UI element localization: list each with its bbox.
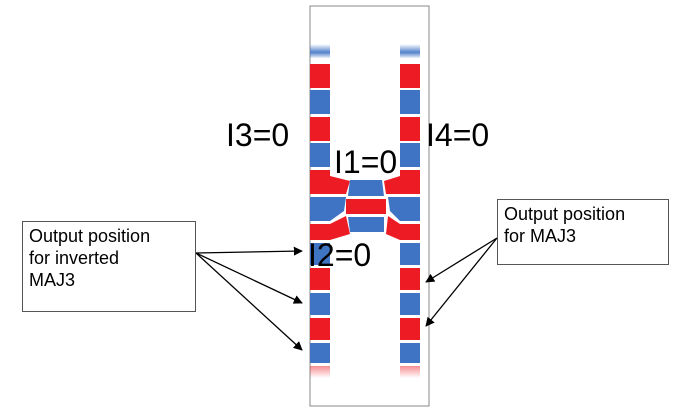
right-arm xyxy=(384,64,420,363)
crossbar-domain-blue xyxy=(348,180,384,196)
output-callout: Output position for MAJ3 xyxy=(497,199,669,265)
right-junction-blue xyxy=(388,197,420,221)
callout-line: for MAJ3 xyxy=(504,226,577,246)
right-domain-blue xyxy=(400,243,420,265)
callout-line: Output position xyxy=(29,226,151,246)
input-label-i3: I3=0 xyxy=(226,117,290,153)
left-domain-blue xyxy=(310,343,330,363)
left-arm-fade-top xyxy=(310,44,330,58)
left-domain-blue xyxy=(310,143,330,167)
callout-line: Output position xyxy=(504,204,626,224)
crossbar-domain-red xyxy=(346,199,386,214)
right-arm-fade-bottom xyxy=(400,366,420,378)
right-arm-fade-top xyxy=(400,44,420,58)
left-junction-red xyxy=(310,170,350,194)
right-domain-blue xyxy=(400,343,420,363)
left-arm-fade-bottom xyxy=(310,366,330,378)
left-junction-blue xyxy=(310,197,346,221)
crossbar-domain-blue xyxy=(348,217,384,232)
input-label-i2: I2=0 xyxy=(308,237,372,273)
input-label-i1: I1=0 xyxy=(334,144,398,180)
right-junction-red xyxy=(386,216,420,240)
crossbar xyxy=(346,180,386,232)
callout-line: MAJ3 xyxy=(29,270,76,290)
right-arrow-2 xyxy=(425,237,498,327)
left-domain-red xyxy=(310,268,330,290)
left-domain-blue xyxy=(310,243,330,265)
right-arrow-1 xyxy=(425,237,498,283)
left-arrow-2 xyxy=(195,252,303,304)
right-junction-red xyxy=(384,170,420,194)
right-domain-blue xyxy=(400,90,420,114)
left-arrow-1 xyxy=(195,246,303,256)
input-label-i4: I4=0 xyxy=(426,117,490,153)
callout-line: for inverted xyxy=(29,248,120,268)
inverted-output-callout: Output position for inverted MAJ3 xyxy=(22,221,196,312)
left-domain-blue xyxy=(310,90,330,114)
left-junction-red xyxy=(310,216,350,240)
right-domain-red xyxy=(400,268,420,290)
right-domain-red xyxy=(400,64,420,88)
left-arm xyxy=(310,64,350,363)
left-domain-blue xyxy=(310,293,330,315)
right-domain-blue xyxy=(400,143,420,167)
right-domain-blue xyxy=(400,293,420,315)
left-domain-red xyxy=(310,117,330,141)
right-domain-red xyxy=(400,318,420,340)
left-arrow-3 xyxy=(195,252,303,351)
right-domain-red xyxy=(400,117,420,141)
left-domain-red xyxy=(310,64,330,88)
left-domain-red xyxy=(310,318,330,340)
